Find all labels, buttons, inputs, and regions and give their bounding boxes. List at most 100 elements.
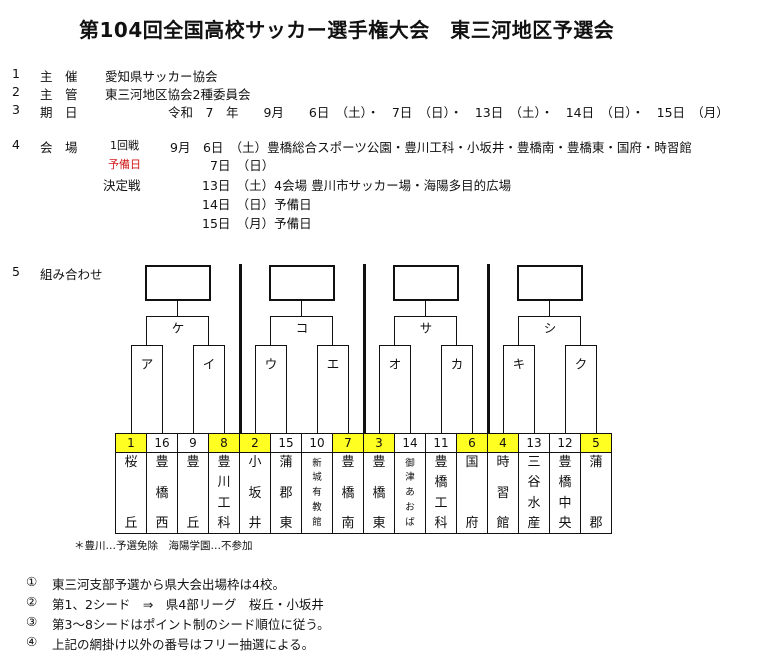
team-name-char: 川: [217, 475, 231, 491]
team-name-char: 中: [558, 495, 572, 511]
note-mark-4: ④: [26, 634, 38, 649]
team-name-char: 国: [465, 455, 479, 470]
bracket-line: [440, 345, 442, 433]
team-name-char: 橋: [372, 485, 386, 501]
team-name-char: 桜: [124, 455, 138, 470]
seed-number: 4: [487, 433, 519, 453]
team-name: 御津あおば: [395, 453, 425, 533]
team-name-char: 館: [312, 516, 322, 528]
bracket-footnote: ＊豊川…予選免除 海陽学園…不参加: [74, 540, 253, 552]
bracket-line: [146, 316, 209, 317]
team-name-char: 東: [279, 516, 293, 531]
team-name-char: 豊: [186, 455, 200, 470]
team-name-char: 教: [312, 502, 322, 514]
team-name: 豊橋西: [147, 453, 177, 533]
match-label: ク: [571, 353, 591, 373]
team-cell: 小坂井: [239, 452, 271, 534]
note-mark-1: ①: [26, 574, 38, 589]
team-name-char: あ: [405, 487, 415, 499]
seed-number: 2: [239, 433, 271, 453]
team-name-char: 豊: [372, 455, 386, 470]
team-cell: 豊橋西: [146, 452, 178, 534]
team-name: 時習館: [488, 453, 518, 533]
team-name-char: 府: [465, 516, 479, 531]
team-name-char: 丘: [124, 516, 138, 531]
bracket-line: [285, 345, 287, 433]
info-num-1: 1: [12, 66, 20, 81]
team-name-char: 橋: [155, 485, 169, 501]
team-name-char: 産: [527, 515, 541, 531]
bracket-line: [549, 301, 550, 316]
info-num-5: 5: [12, 264, 20, 279]
note-text-3: 第3～8シードはポイント制のシード順位に従う。: [52, 617, 330, 632]
winner-box: [145, 265, 211, 301]
bracket-line: [564, 345, 566, 433]
team-name-char: 南: [341, 516, 355, 531]
bracket-line: [409, 345, 411, 433]
match-label: カ: [447, 353, 467, 373]
team-name: 桜丘: [116, 453, 146, 533]
bracket-line: [518, 316, 519, 345]
team-name-char: 時: [496, 455, 510, 470]
bracket-line: [130, 345, 132, 433]
team-name-row: 桜丘豊橋西豊丘豊川工科小坂井蒲郡東新城有教館豊橋南豊橋東御津あおば豊橋工科国府時…: [115, 452, 612, 534]
match-label: キ: [509, 353, 529, 373]
team-name-char: 有: [312, 487, 322, 499]
info-value-organizer: 愛知県サッカー協会: [105, 69, 218, 84]
bracket-line: [471, 345, 473, 433]
info-label-dates: 期 日: [40, 105, 78, 120]
bracket-line: [316, 345, 349, 346]
winner-box: [269, 265, 335, 301]
info-label-manager: 主 管: [40, 87, 78, 102]
team-name-char: 橋: [341, 485, 355, 501]
team-name: 新城有教館: [302, 453, 332, 533]
team-cell: 時習館: [487, 452, 519, 534]
team-name-char: 郡: [279, 485, 293, 501]
info-value-manager: 東三河地区協会2種委員会: [105, 87, 251, 102]
group-divider: [239, 264, 242, 433]
team-name: 豊橋南: [333, 453, 363, 533]
venue-reserve-tag: 予備日: [108, 158, 141, 171]
info-label-bracket: 組み合わせ: [40, 267, 103, 282]
bracket-line: [394, 316, 457, 317]
info-num-2: 2: [12, 84, 20, 99]
bracket-line: [564, 345, 597, 346]
team-name-char: 豊: [155, 455, 169, 470]
note-mark-3: ③: [26, 614, 38, 629]
bracket-line: [130, 345, 163, 346]
bracket-line: [270, 316, 333, 317]
match-label: オ: [385, 353, 405, 373]
team-cell: 国府: [456, 452, 488, 534]
venue-final-detail: 13日 （土）4会場 豊川市サッカー場・海陽多目的広場: [202, 178, 512, 193]
team-name: 蒲郡: [581, 453, 611, 533]
team-name-char: お: [405, 502, 415, 514]
team-name-char: 新: [312, 457, 322, 469]
team-cell: 蒲郡東: [270, 452, 302, 534]
team-name-char: 豊: [341, 455, 355, 470]
bracket-line: [192, 345, 194, 433]
bracket-line: [270, 316, 271, 345]
team-name: 豊橋工科: [426, 453, 456, 533]
bracket-line: [502, 345, 504, 433]
team-name-char: 東: [372, 516, 386, 531]
bracket-line: [425, 301, 426, 316]
team-cell: 桜丘: [115, 452, 147, 534]
team-name-char: 城: [312, 472, 322, 484]
match-label: ア: [137, 353, 157, 373]
team-cell: 豊橋東: [363, 452, 395, 534]
bracket-line: [595, 345, 597, 433]
seed-number: 3: [363, 433, 395, 453]
match-label: ウ: [261, 353, 281, 373]
seed-number: 14: [394, 433, 426, 453]
team-name-char: 科: [217, 515, 231, 531]
team-name-char: 谷: [527, 475, 541, 491]
team-name-char: 央: [558, 515, 572, 531]
match-label: ケ: [168, 317, 188, 337]
team-cell: 御津あおば: [394, 452, 426, 534]
bracket-line: [192, 345, 225, 346]
team-name: 豊橋中央: [550, 453, 580, 533]
info-label-venue: 会 場: [40, 140, 78, 155]
team-name: 国府: [457, 453, 487, 533]
team-name-char: 郡: [589, 516, 603, 531]
